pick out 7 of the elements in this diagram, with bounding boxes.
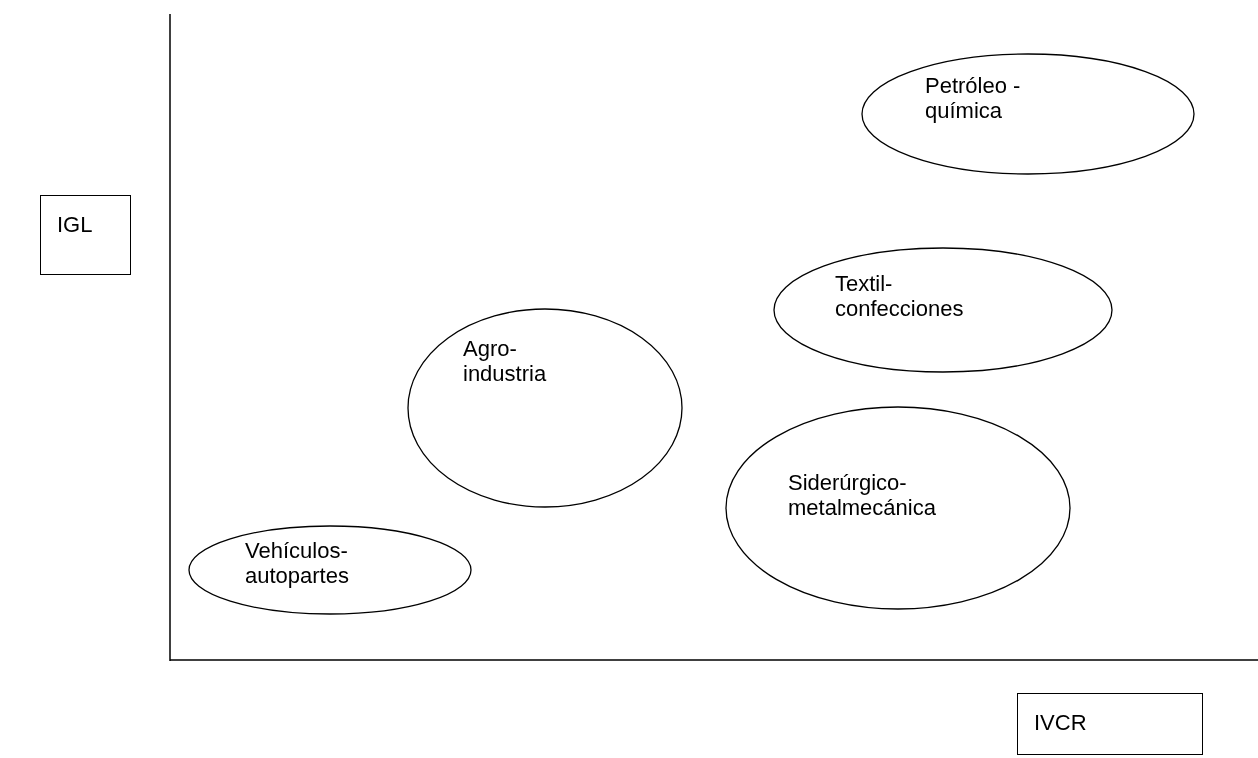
sector-label: Petróleo - química — [925, 73, 1022, 123]
sector-label: Textil- confecciones — [835, 271, 965, 321]
axis-label: IGL — [40, 195, 131, 275]
sector-label: Agro- industria — [463, 336, 548, 386]
sector-label: Siderúrgico- metalmecánica — [788, 470, 937, 520]
axis-label: IVCR — [1017, 693, 1203, 755]
sector-label: Vehículos- autopartes — [245, 538, 350, 588]
